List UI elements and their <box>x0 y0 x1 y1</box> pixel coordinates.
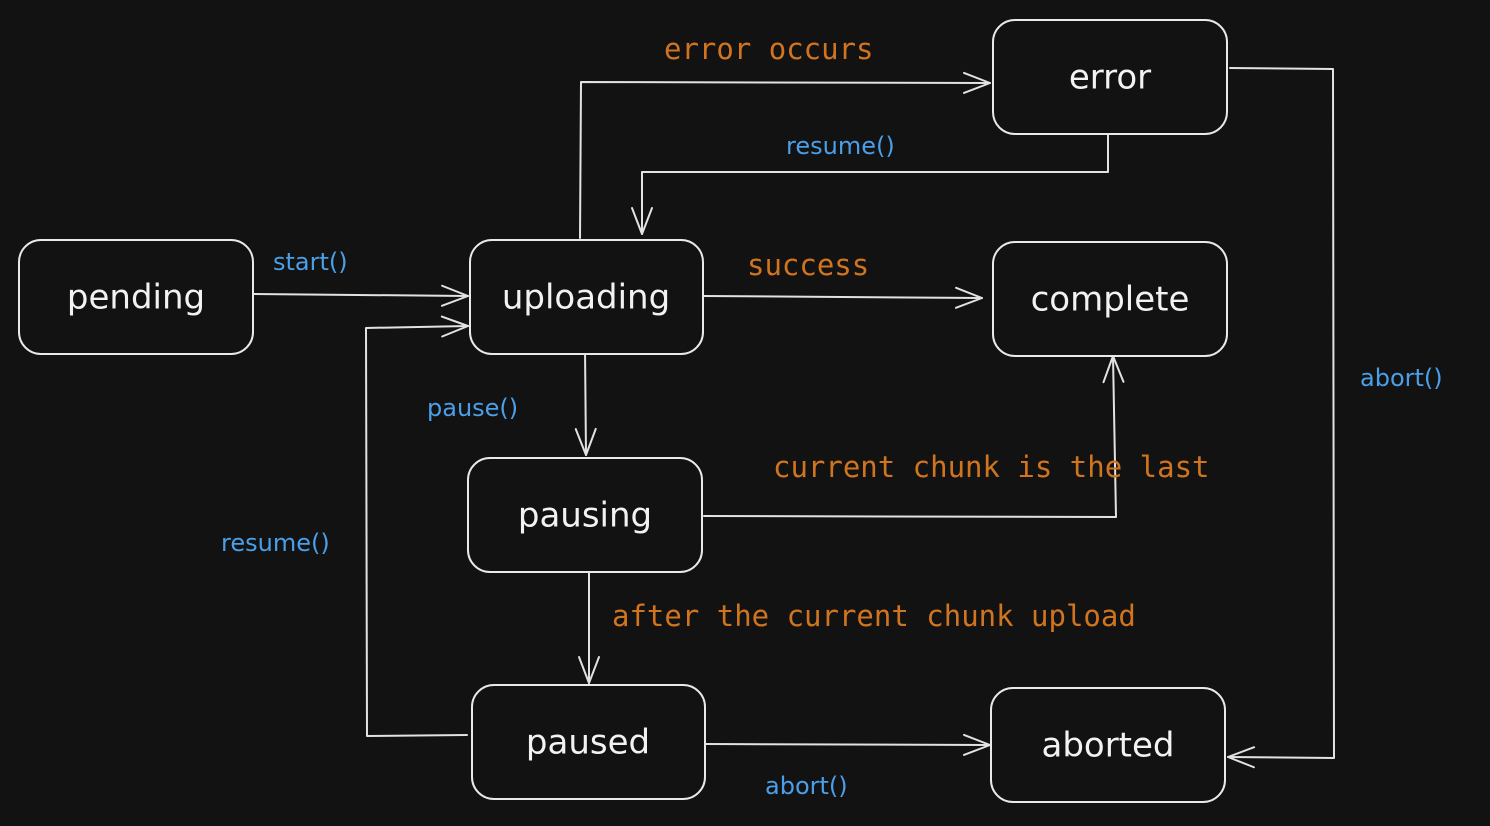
state-pending: pending <box>18 239 254 355</box>
state-pending-label: pending <box>67 278 205 318</box>
label-pause: pause() <box>427 394 518 422</box>
connectors <box>253 67 1335 769</box>
arrow-uploading-to-complete <box>703 286 983 309</box>
arrow-paused-to-uploading <box>365 315 469 737</box>
arrow-uploading-to-error <box>579 71 991 239</box>
arrow-pending-to-uploading <box>253 284 469 307</box>
state-error-label: error <box>1069 58 1151 98</box>
state-paused-label: paused <box>526 723 650 763</box>
label-start: start() <box>273 248 348 276</box>
state-complete: complete <box>992 241 1228 357</box>
transition-labels: start() error occurs resume() success pa… <box>221 32 1443 800</box>
state-pausing-label: pausing <box>518 496 652 536</box>
state-complete-box <box>992 241 1228 357</box>
state-uploading: uploading <box>469 239 704 355</box>
label-abort-from-error: abort() <box>1360 364 1443 392</box>
state-error-box <box>992 19 1228 135</box>
label-resume-from-paused: resume() <box>221 529 330 557</box>
state-paused: paused <box>471 684 706 800</box>
label-error-occurs: error occurs <box>664 32 874 66</box>
state-complete-label: complete <box>1031 280 1190 320</box>
arrow-uploading-to-pausing <box>574 347 597 456</box>
arrow-error-to-uploading <box>631 133 1109 235</box>
label-last-chunk: current chunk is the last <box>773 450 1210 484</box>
state-aborted: aborted <box>990 687 1226 803</box>
label-success: success <box>747 248 869 282</box>
arrow-pausing-to-complete <box>703 355 1125 518</box>
arrow-paused-to-aborted <box>705 733 991 756</box>
state-paused-box <box>471 684 706 800</box>
state-pausing-box <box>467 457 703 573</box>
label-abort-from-paused: abort() <box>765 772 848 800</box>
state-aborted-label: aborted <box>1041 726 1174 766</box>
arrow-error-to-aborted <box>1227 67 1335 769</box>
state-uploading-label: uploading <box>502 278 670 318</box>
state-aborted-box <box>990 687 1226 803</box>
state-pausing: pausing <box>467 457 703 573</box>
state-error: error <box>992 19 1228 135</box>
state-pending-box <box>18 239 254 355</box>
label-after-chunk: after the current chunk upload <box>612 599 1136 633</box>
state-uploading-box <box>469 239 704 355</box>
label-resume-from-error: resume() <box>786 132 895 160</box>
